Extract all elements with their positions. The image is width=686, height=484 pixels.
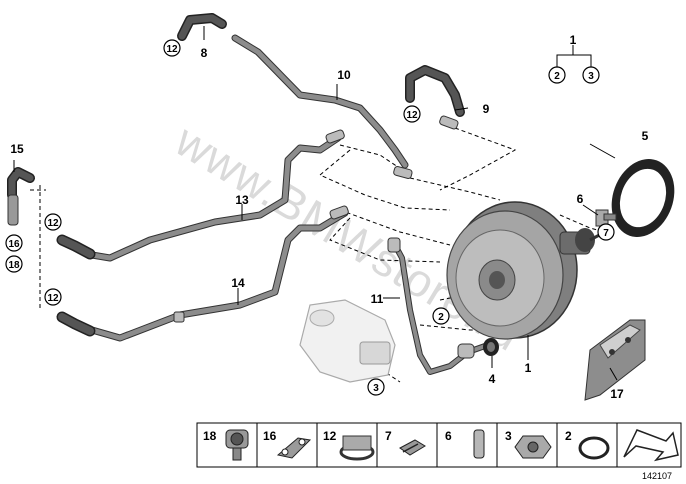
legend-num-7: 7 — [385, 429, 392, 443]
legend-num-6: 6 — [445, 429, 452, 443]
callout-label-18: 18 — [8, 260, 20, 271]
brake-booster — [446, 201, 606, 340]
circled-callouts — [5, 39, 615, 396]
o-ring-icon — [578, 436, 610, 460]
label-part-1-booster: 1 — [525, 361, 532, 375]
callout-label-2-mid: 2 — [438, 312, 444, 323]
callout-label-7: 7 — [603, 228, 609, 239]
callout-label-3-top: 3 — [588, 71, 594, 82]
callout-circle-12b — [403, 105, 421, 123]
callout-label-12c: 12 — [47, 218, 59, 229]
arrow-icon — [623, 429, 679, 462]
callout-circle-7 — [597, 223, 615, 241]
callout-label-12d: 12 — [47, 293, 59, 304]
callout-circle-12a — [163, 39, 181, 57]
vacuum-hose-group — [7, 13, 488, 375]
callout-circle-3-low — [367, 378, 385, 396]
bracket-17 — [584, 319, 646, 401]
callout-circle-16 — [5, 234, 23, 252]
legend-num-2: 2 — [565, 429, 572, 443]
legend-num-3: 3 — [505, 429, 512, 443]
label-part-17: 17 — [610, 387, 624, 401]
hose-clamp-icon — [339, 435, 375, 461]
legend-num-12: 12 — [323, 429, 337, 443]
label-part-8: 8 — [201, 46, 208, 60]
circled-callout-labels: 12 2 3 12 12 16 18 12 7 2 3 — [8, 44, 609, 394]
gasket-5 — [611, 159, 675, 237]
label-part-10: 10 — [337, 68, 351, 82]
label-part-14: 14 — [231, 276, 245, 290]
spring-clip-icon — [399, 439, 426, 456]
label-part-9: 9 — [483, 102, 490, 116]
legend-num-18: 18 — [203, 429, 217, 443]
legend-strip: 18 16 12 7 6 3 2 — [196, 422, 682, 468]
grommet-4 — [483, 338, 499, 356]
callout-label-3-low: 3 — [373, 383, 379, 394]
legend-num-16: 16 — [263, 429, 277, 443]
callout-circle-12c — [44, 213, 62, 231]
callout-label-12a: 12 — [166, 44, 178, 55]
callout-label-16: 16 — [8, 239, 20, 250]
hex-nut-icon — [514, 435, 552, 459]
label-part-5: 5 — [642, 129, 649, 143]
label-part-4: 4 — [489, 372, 496, 386]
callout-label-2-top: 2 — [554, 71, 560, 82]
callout-label-12b: 12 — [406, 110, 418, 121]
callout-circle-18 — [5, 255, 23, 273]
bracket-icon — [276, 437, 312, 459]
label-part-13: 13 — [235, 193, 249, 207]
clip-icon — [225, 429, 249, 461]
label-part-15: 15 — [10, 142, 24, 156]
pin-icon — [473, 429, 485, 459]
callout-circle-2-mid — [432, 307, 450, 325]
label-part-11: 11 — [371, 292, 384, 306]
label-part-6: 6 — [577, 192, 584, 206]
callout-circle-12d — [44, 288, 62, 306]
part-labels: 1 8 10 9 5 15 6 13 14 11 4 1 17 — [10, 33, 648, 401]
diagram-id: 142107 — [642, 471, 672, 481]
connector-fittings — [7, 115, 475, 359]
leader-lines — [13, 26, 618, 381]
brake-fluid-reservoir — [299, 299, 396, 383]
label-part-1-top: 1 — [570, 33, 577, 47]
